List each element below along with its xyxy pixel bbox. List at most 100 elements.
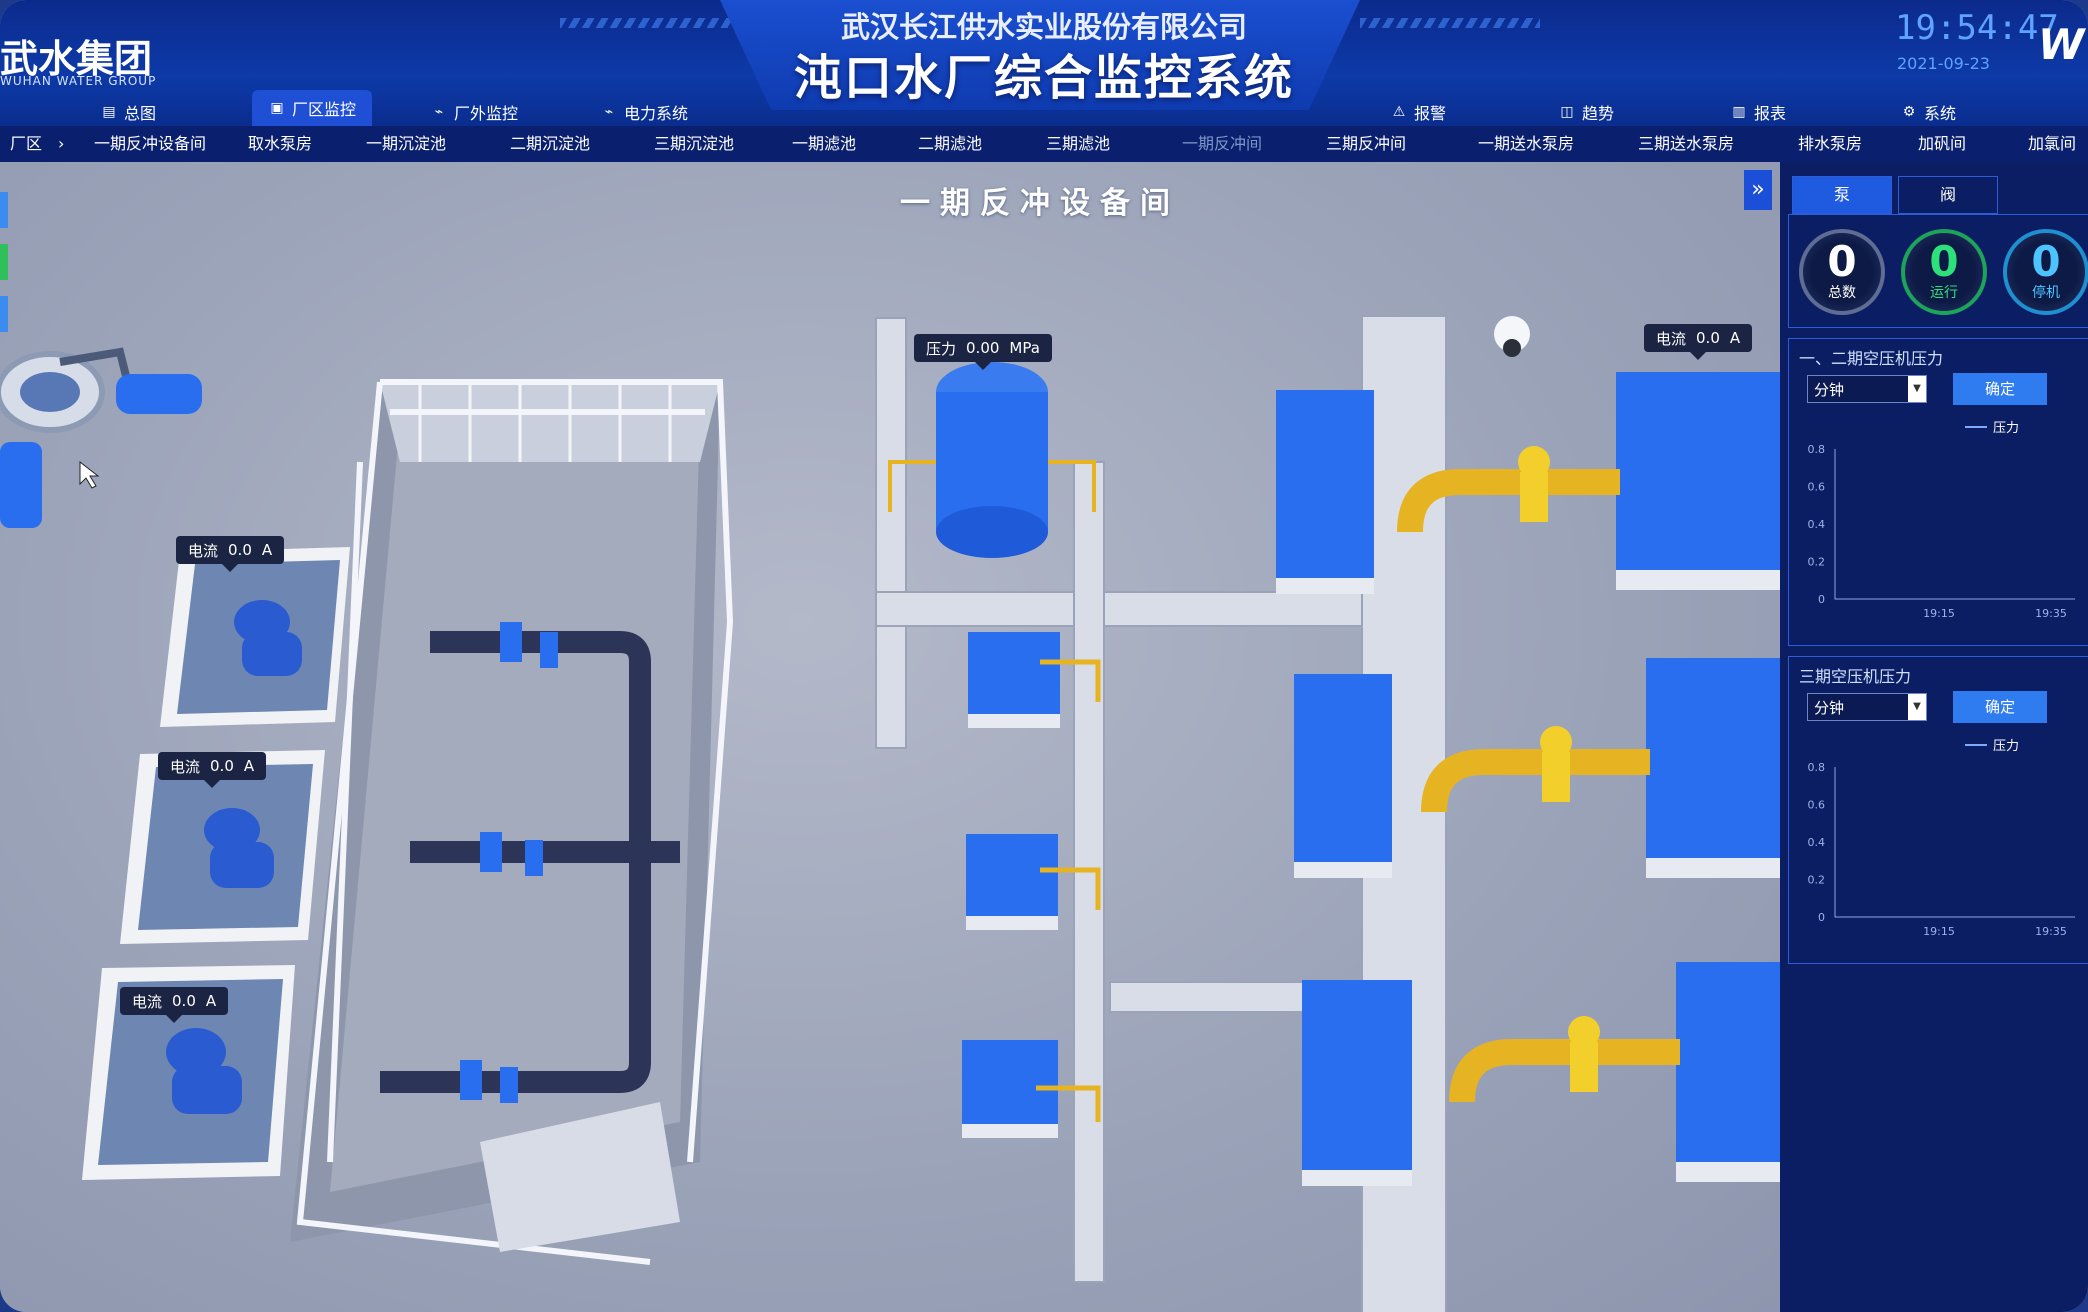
pump-bay[interactable] [120,750,325,944]
compressor[interactable] [966,834,1101,930]
legend-line [1965,743,1987,746]
x-tick-label: 19:35 [2035,925,2067,938]
interval-select[interactable]: 分钟▼ [1807,375,1927,403]
cursor-icon [79,460,100,489]
clock: 19:54:47 [1895,8,2059,48]
chart-title: 三期空压机压力 [1799,667,1912,686]
valve[interactable] [1540,726,1572,758]
tag-unit: A [243,757,255,775]
tab-pump[interactable]: 泵 [1792,176,1892,214]
area-tab-current[interactable]: 一期反冲间 [1182,134,1263,153]
compressor[interactable] [968,632,1101,728]
pump-bay[interactable] [160,547,350,727]
confirm-button[interactable]: 确定 [1953,373,2047,405]
y-tick-label: 0.4 [1808,836,1826,849]
chevron-right-icon: › [58,134,65,153]
monitor-icon: ▣ [270,100,284,116]
stat-label: 停机 [2032,285,2060,301]
chart-legend: 压力 [1965,735,2019,754]
nav-system[interactable]: ⚙ 系统 [1900,98,1956,126]
chart-axis [1834,767,2075,918]
valve[interactable] [1568,1016,1600,1048]
area-nav-root[interactable]: 厂区 [10,134,43,153]
nav-overview[interactable]: ▤ 总图 [100,98,156,126]
camera-icon[interactable] [1494,316,1530,352]
stat-label: 运行 [1930,285,1958,301]
cabinet[interactable] [1302,980,1412,1186]
right-panel: 泵 阀 0 总数 0 运行 0 停机 0 0.2 0.4 0.6 0.8 19:15 19:… [1780,162,2088,1312]
chart-axis [1834,449,2075,600]
stat-running: 0 运行 [1901,229,1987,315]
interval-select[interactable]: 分钟▼ [1807,693,1927,721]
area-tab[interactable]: 排水泵房 [1798,134,1863,153]
nav-external-monitor[interactable]: ⌁厂外监控 [430,98,518,126]
area-tab[interactable]: 一期滤池 [792,134,857,153]
area-tab[interactable]: 一期送水泵房 [1478,134,1575,153]
cabinet[interactable] [1294,674,1392,878]
area-tab[interactable]: 二期沉淀池 [510,134,591,153]
confirm-button[interactable]: 确定 [1953,691,2047,723]
area-tab[interactable]: 取水泵房 [248,134,313,153]
area-tab[interactable]: 三期反冲间 [1326,134,1407,153]
nav-power-system[interactable]: ⌁电力系统 [600,98,688,126]
chevron-down-icon: ▼ [1908,694,1926,720]
nav-label: 总图 [124,104,157,123]
pump[interactable] [116,374,202,414]
blower[interactable] [1616,372,1780,590]
nav-label: 电力系统 [624,104,689,123]
y-tick-label: 0.2 [1808,874,1826,887]
report-icon: ▥ [1732,104,1746,120]
area-tab[interactable]: 三期滤池 [1046,134,1111,153]
area-tab[interactable]: 三期沉淀池 [654,134,735,153]
y-tick-label: 0.6 [1808,481,1826,494]
y-tick-label: 0 [1818,911,1825,924]
area-tab[interactable]: 加矾间 [1918,134,1967,153]
tab-valve[interactable]: 阀 [1898,176,1998,214]
side-tab[interactable] [0,244,8,280]
scene-illustration [0,192,1780,1312]
overview-icon: ▤ [102,104,116,120]
area-tab[interactable]: 二期滤池 [918,134,983,153]
cabinet[interactable] [1276,390,1374,594]
pump-stats: 0 总数 0 运行 0 停机 [1788,214,2088,328]
valve[interactable] [1518,446,1550,478]
area-tab[interactable]: 三期送水泵房 [1638,134,1735,153]
x-tick-label: 19:15 [1923,607,1955,620]
header-ornament-left [560,18,740,28]
title-plate [720,0,1360,110]
compressor[interactable] [962,1040,1101,1138]
tag-value: 0.0 [228,541,252,559]
expand-panel-icon[interactable]: » [1744,170,1772,210]
nav-report[interactable]: ▥报表 [1730,98,1786,126]
tag-label: 电流 [188,541,219,560]
legend-label: 压力 [1993,739,2020,754]
header-ornament-right [1360,18,1540,28]
pump[interactable] [0,442,42,528]
nav-plant-monitor[interactable]: ▣ 厂区监控 [252,90,373,126]
side-tab[interactable] [0,192,8,228]
x-tick-label: 19:35 [2035,607,2067,620]
nav-trend[interactable]: ◫趋势 [1558,98,1614,126]
y-tick-label: 0 [1818,593,1825,606]
blower[interactable] [1676,962,1780,1182]
area-tab[interactable]: 一期反冲设备间 [94,134,207,153]
area-tab[interactable]: 一期沉淀池 [366,134,447,153]
chart-title: 一、二期空压机压力 [1799,349,1944,368]
area-tab[interactable]: 加氯间 [2028,134,2077,153]
pump-bay[interactable] [82,965,295,1180]
y-tick-label: 0.8 [1808,761,1826,774]
area-nav: 厂区 › 一期反冲设备间 取水泵房 一期沉淀池 二期沉淀池 三期沉淀池 一期滤池… [0,126,2088,162]
blower[interactable] [1646,658,1780,878]
tag-unit: A [261,541,273,559]
nav-alarm[interactable]: ⚠报警 [1390,98,1446,126]
system-title: 沌口水厂综合监控系统 [793,50,1294,106]
gear-icon: ⚙ [1902,104,1916,120]
nav-label: 系统 [1924,104,1957,123]
nav-label: 厂区监控 [292,100,357,119]
side-tab[interactable] [0,296,8,332]
nav-label: 报警 [1414,104,1447,123]
